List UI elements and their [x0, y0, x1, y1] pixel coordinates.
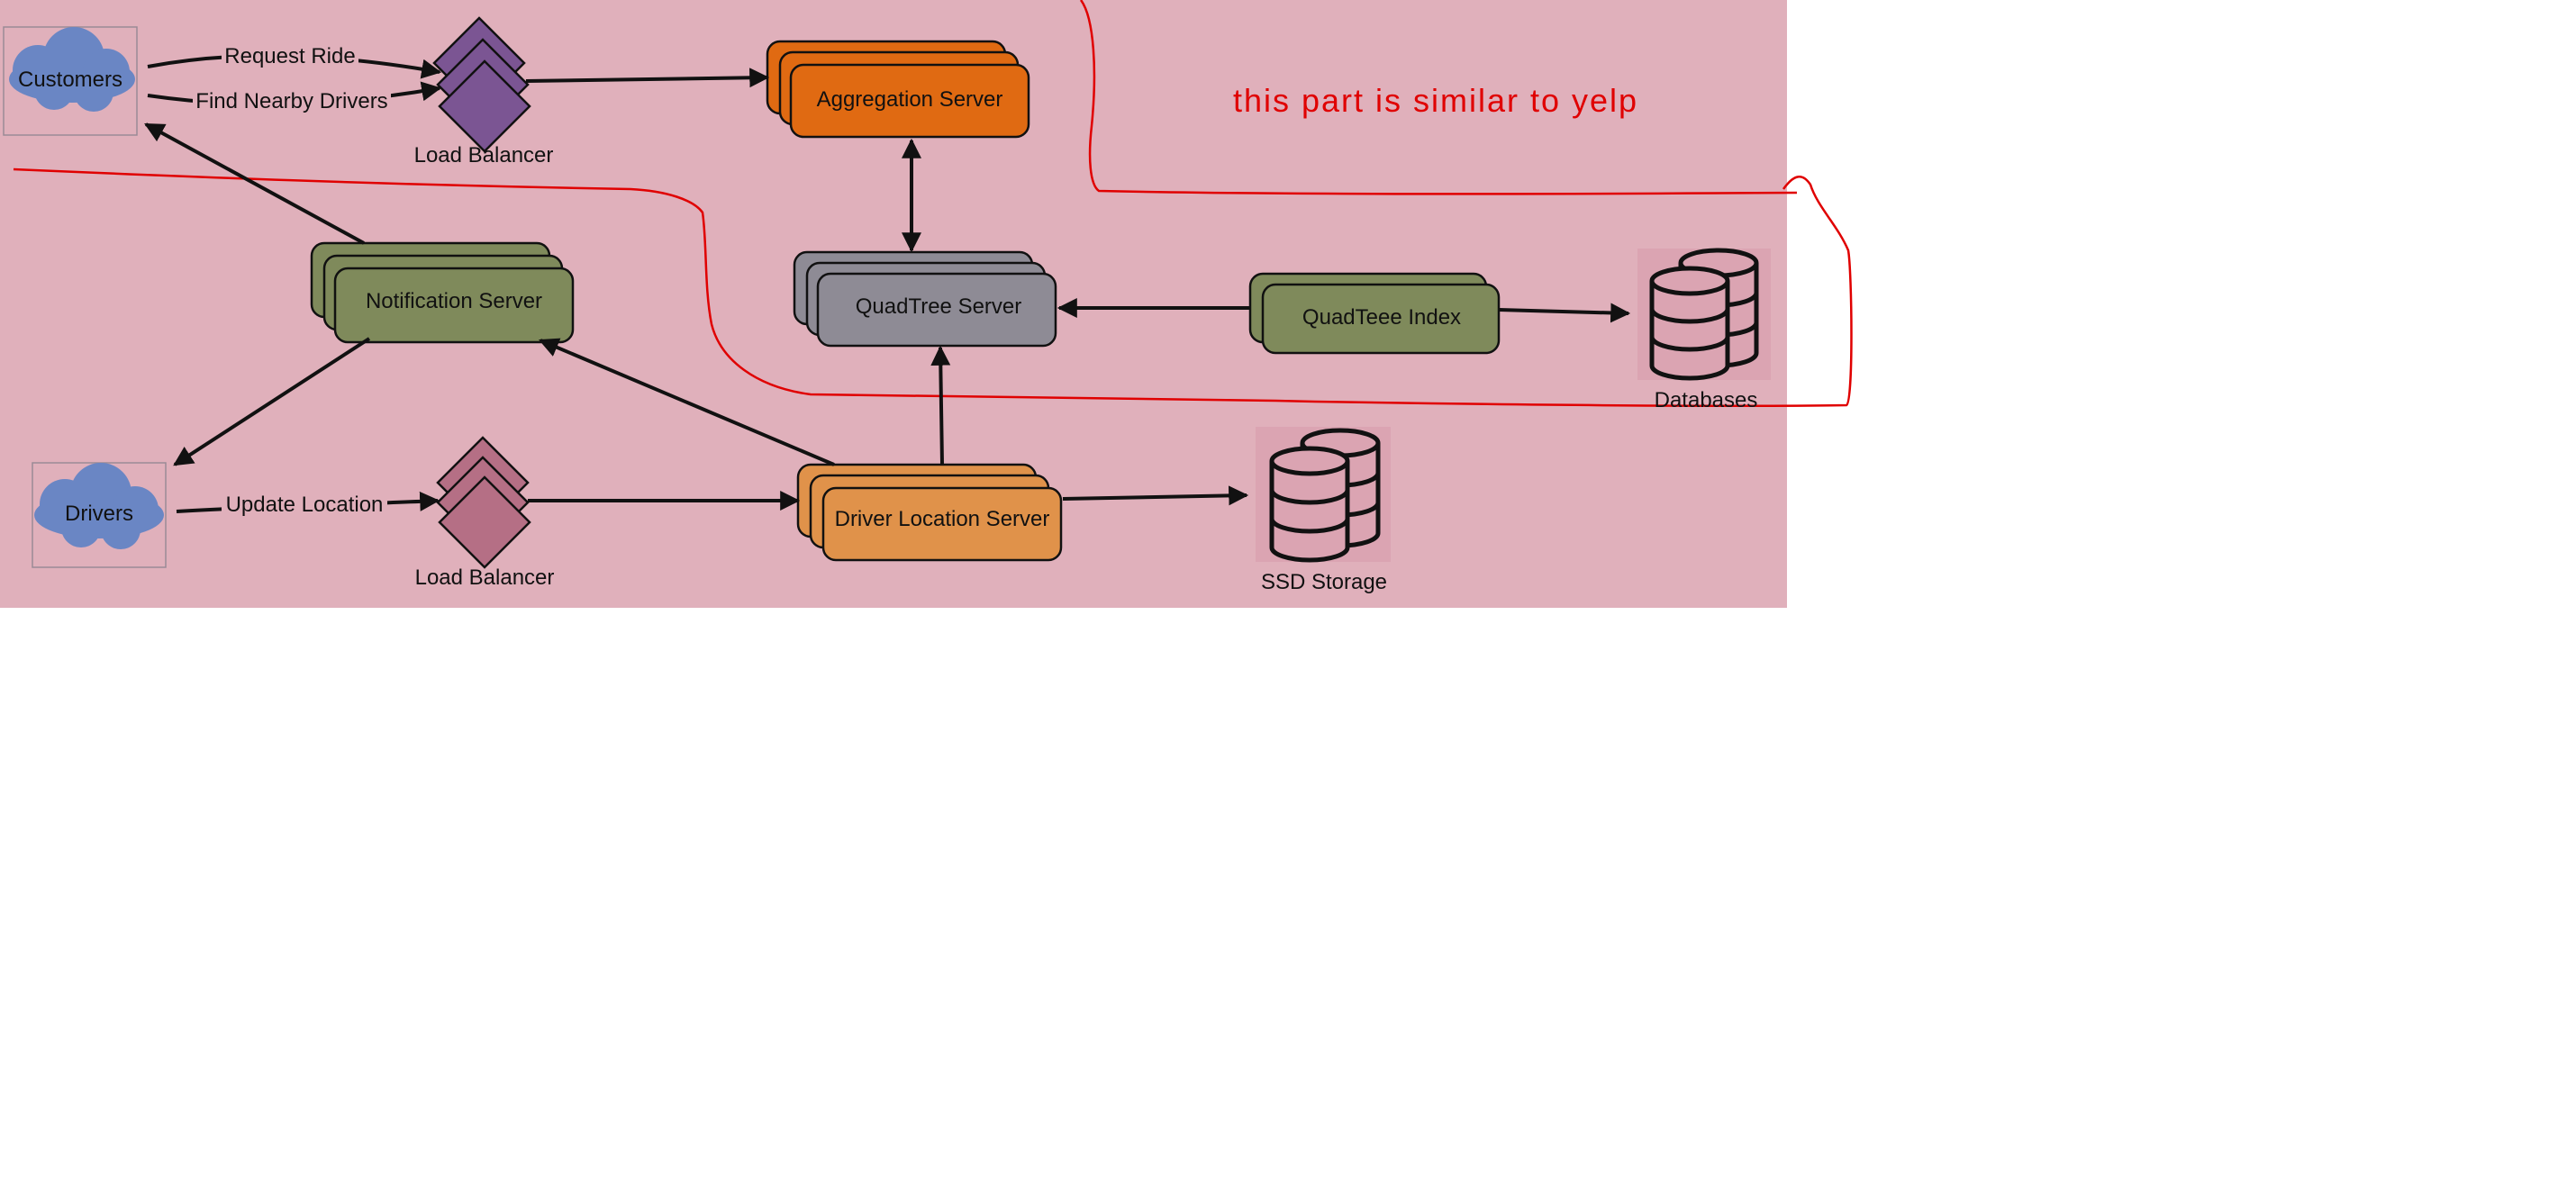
cloud-icon [34, 463, 164, 549]
yelp-region-outline [13, 167, 1853, 408]
load-balancer-bottom-label: Load Balancer [415, 565, 555, 590]
load-balancer-top: Load Balancer [414, 16, 554, 167]
edge-driver-location-to-ssd [1062, 485, 1249, 506]
load-balancer-icon [432, 16, 531, 153]
drivers-label: Drivers [65, 502, 133, 526]
customers-label: Customers [18, 68, 122, 92]
quadtree-server-node [793, 250, 1057, 348]
quadtree-server-label: QuadTree Server [856, 294, 1022, 319]
edge-driver-location-to-notification [538, 338, 835, 466]
edge-label-request-ride: Request Ride [224, 44, 355, 68]
load-balancer-bottom: Load Balancer [415, 436, 555, 590]
ssd-storage-label: SSD Storage [1261, 570, 1387, 594]
databases-node: Databases [1637, 248, 1771, 412]
driver-location-server-label: Driver Location Server [835, 507, 1050, 531]
aggregation-server-label: Aggregation Server [817, 87, 1003, 112]
cloud-icon [9, 27, 135, 112]
drivers-node: Drivers [32, 462, 167, 568]
quadtree-index-label: QuadTeee Index [1302, 305, 1461, 330]
edge-index-to-databases [1498, 303, 1631, 323]
driver-location-server-node [796, 463, 1063, 562]
aggregation-server-node [766, 40, 1030, 139]
yelp-annotation: this part is similar to yelp [1233, 82, 1638, 119]
edge-notification-to-customers [144, 122, 365, 245]
customers-node: Customers [3, 26, 138, 136]
yelp-region-outline-top [1079, 0, 1798, 195]
edge-lb-to-aggregation [525, 68, 770, 88]
database-icon [1649, 248, 1759, 381]
edge-label-find-nearby-drivers: Find Nearby Drivers [195, 89, 387, 113]
edges [144, 53, 1631, 513]
ssd-storage-node: SSD Storage [1256, 427, 1391, 594]
databases-label: Databases [1655, 388, 1758, 412]
load-balancer-icon [436, 436, 531, 569]
edge-notification-to-drivers [173, 337, 371, 466]
edge-labels: Request Ride Find Nearby Drivers Update … [193, 41, 391, 519]
notification-server-node [310, 241, 575, 344]
load-balancer-top-label: Load Balancer [414, 143, 554, 167]
edge-driver-location-to-quadtree [930, 345, 951, 466]
notification-server-label: Notification Server [366, 289, 542, 313]
edge-label-update-location: Update Location [226, 493, 384, 517]
quadtree-index-node [1248, 272, 1501, 355]
database-icon [1269, 428, 1381, 563]
